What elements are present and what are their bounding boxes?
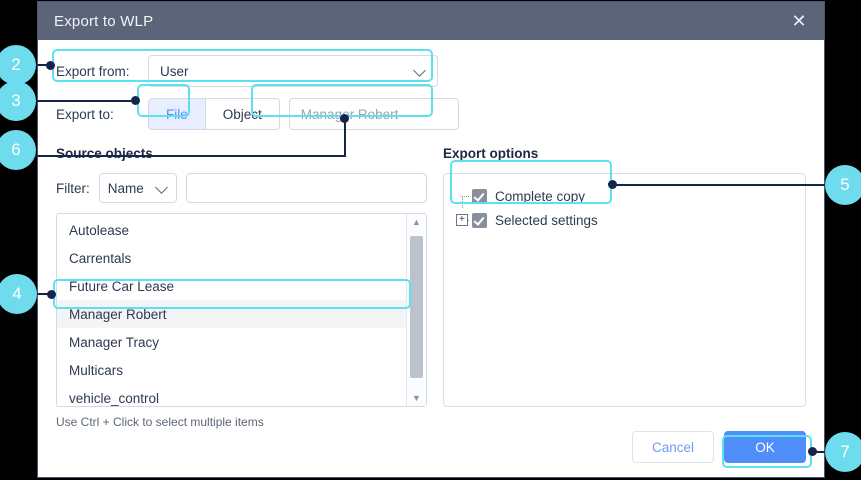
checkbox-selected-settings[interactable] xyxy=(471,212,487,228)
filter-label: Filter: xyxy=(56,180,90,196)
source-objects-listbox[interactable]: Autolease Carrentals Future Car Lease Ma… xyxy=(56,213,427,407)
list-item[interactable]: Multicars xyxy=(69,362,124,378)
export-to-file-button[interactable]: File xyxy=(148,98,206,130)
file-name-input[interactable]: Manager Robert xyxy=(288,98,459,130)
list-scrollbar[interactable]: ▲ ▼ xyxy=(405,214,426,406)
export-to-row: Export to: File Object Manager Robert xyxy=(56,98,806,130)
panels-container: Source objects Filter: Name Autolease Ca… xyxy=(56,146,806,429)
caret-down-icon[interactable]: ▼ xyxy=(412,393,421,403)
list-item[interactable]: Carrentals xyxy=(69,250,132,266)
dialog-footer: Cancel OK xyxy=(632,431,806,463)
cancel-button[interactable]: Cancel xyxy=(632,431,714,463)
list-item[interactable]: vehicle_control xyxy=(69,390,160,406)
dialog-body: Export from: User Export to: File Object… xyxy=(38,40,824,477)
file-name-placeholder: Manager Robert xyxy=(300,106,399,122)
list-item-selected[interactable]: Manager Robert xyxy=(57,300,406,328)
list-item[interactable]: Autolease xyxy=(69,222,130,238)
callout-badge-5: 5 xyxy=(825,165,861,205)
export-to-object-button[interactable]: Object xyxy=(205,98,280,130)
export-from-value: User xyxy=(160,63,189,79)
filter-row: Filter: Name xyxy=(56,173,427,203)
source-objects-heading: Source objects xyxy=(56,146,153,161)
callout-badge-4: 4 xyxy=(0,274,37,314)
scrollbar-track[interactable] xyxy=(407,230,426,390)
source-objects-list: Autolease Carrentals Future Car Lease Ma… xyxy=(57,214,406,406)
callout-badge-3: 3 xyxy=(0,81,36,121)
callout-badge-6: 6 xyxy=(0,130,36,170)
export-options-heading: Export options xyxy=(442,146,539,161)
dialog-titlebar: Export to WLP ✕ xyxy=(38,2,824,40)
option-selected-settings[interactable]: + Selected settings xyxy=(454,208,795,232)
expand-plus-icon[interactable]: + xyxy=(455,214,468,226)
export-options-panel: Export options Complete copy xyxy=(442,146,806,429)
export-from-label: Export from: xyxy=(56,63,130,79)
filter-text-input[interactable] xyxy=(185,173,427,203)
tree-expander-icon[interactable]: + xyxy=(454,208,472,232)
list-item[interactable]: Manager Tracy xyxy=(69,334,160,350)
export-options-box: Complete copy + Selected settings xyxy=(442,173,806,407)
option-selected-settings-label: Selected settings xyxy=(494,212,598,228)
ok-button[interactable]: OK xyxy=(724,431,806,463)
list-item[interactable]: Future Car Lease xyxy=(69,278,175,294)
callout-badge-2: 2 xyxy=(0,45,36,85)
caret-up-icon[interactable]: ▲ xyxy=(412,217,421,227)
export-from-select[interactable]: User xyxy=(148,55,438,87)
filter-field-select[interactable]: Name xyxy=(98,173,177,203)
chevron-down-icon xyxy=(156,182,168,194)
callout-badge-7: 7 xyxy=(825,432,861,472)
chevron-down-icon xyxy=(414,65,426,77)
source-objects-panel: Source objects Filter: Name Autolease Ca… xyxy=(56,146,427,429)
filter-field-value: Name xyxy=(107,180,144,196)
close-icon[interactable]: ✕ xyxy=(791,11,807,31)
option-complete-copy-label: Complete copy xyxy=(494,188,586,204)
export-from-row: Export from: User xyxy=(56,55,806,87)
export-to-segmented-control: File Object xyxy=(148,98,280,130)
tree-branch-icon xyxy=(454,184,472,208)
multi-select-hint: Use Ctrl + Click to select multiple item… xyxy=(56,415,264,429)
checkbox-complete-copy[interactable] xyxy=(471,188,487,204)
scrollbar-thumb[interactable] xyxy=(409,236,423,378)
option-complete-copy[interactable]: Complete copy xyxy=(454,184,795,208)
export-dialog: Export to WLP ✕ Export from: User Export… xyxy=(37,1,825,478)
dialog-title: Export to WLP xyxy=(54,12,154,30)
export-to-label: Export to: xyxy=(56,106,114,122)
